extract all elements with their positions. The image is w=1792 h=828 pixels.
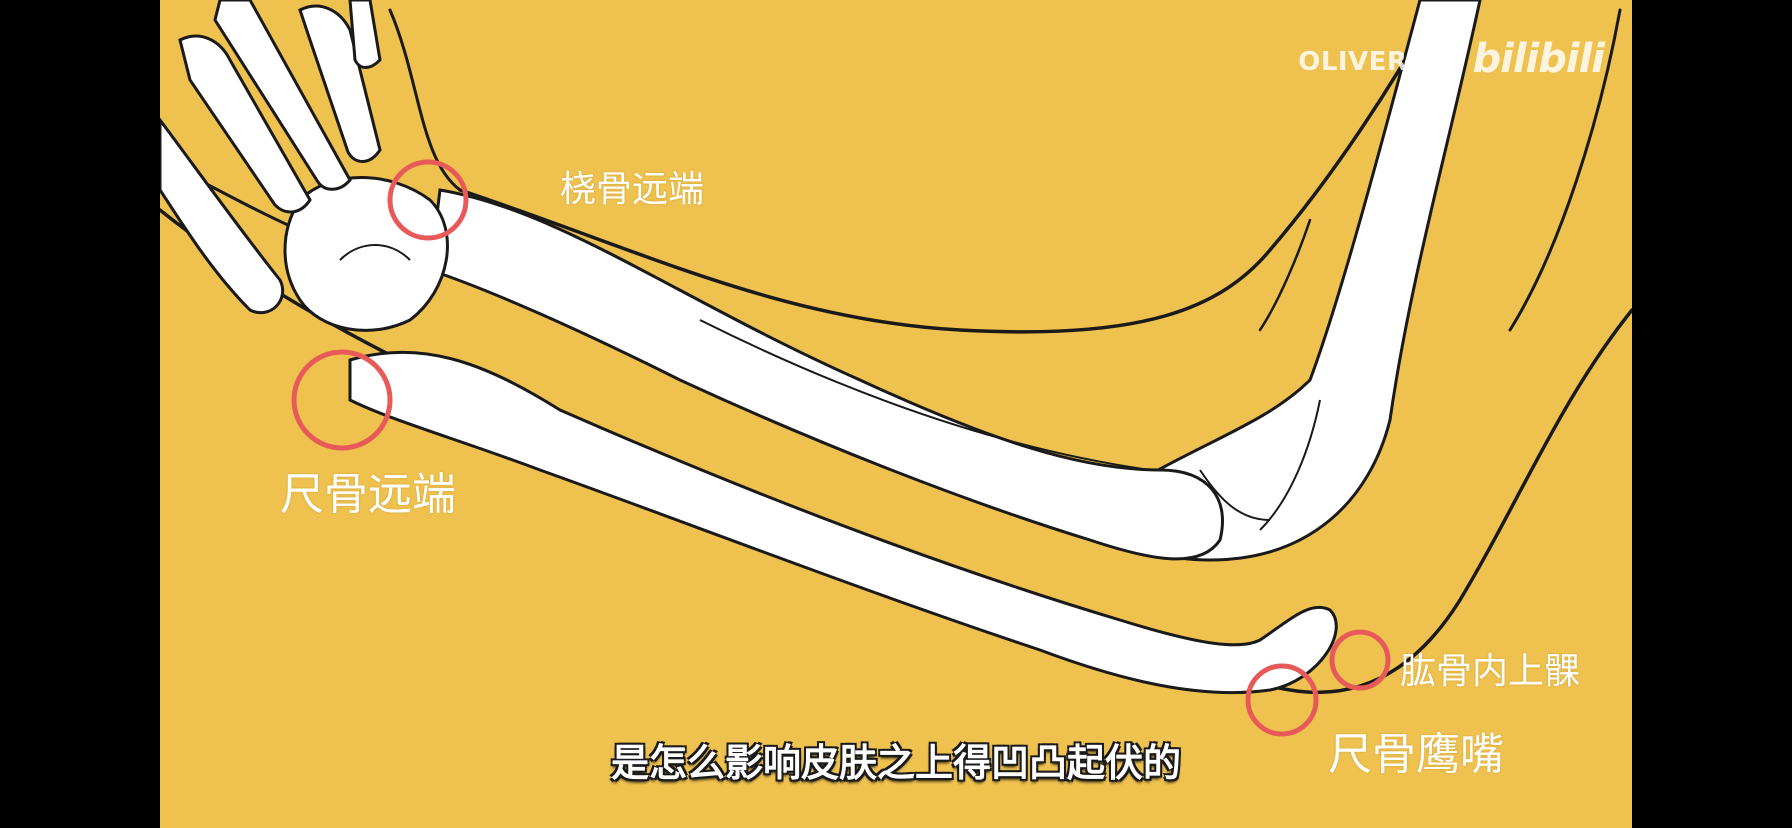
phalanx-bone-1	[298, 4, 382, 163]
ulna-bone	[348, 350, 1338, 695]
carpal-bones	[283, 176, 449, 332]
radius-bone	[428, 188, 1224, 561]
label-radius-distal: 桡骨远端	[560, 169, 705, 210]
marker-ulna-olecranon	[1245, 663, 1319, 737]
marker-humerus-epicondyle	[1329, 629, 1391, 691]
watermark: OLIVER克伦 bilibili	[1298, 36, 1605, 82]
forearm-upper-outline	[458, 0, 1442, 334]
marker-radius-distal	[387, 159, 469, 241]
hand-outline	[388, 8, 462, 192]
metacarpal-bone-2	[213, 0, 352, 191]
upper-arm-outline	[1508, 8, 1622, 332]
watermark-author: OLIVER克伦	[1298, 46, 1461, 77]
arm-skeleton-illustration	[160, 0, 1632, 737]
label-ulna-distal: 尺骨远端	[280, 469, 456, 520]
video-subtitle: 是怎么影响皮肤之上得凹凸起伏的	[610, 741, 1181, 785]
phalanx-bone-2	[348, 0, 382, 69]
label-ulna-olecranon: 尺骨鹰嘴	[1328, 729, 1504, 780]
marker-ulna-distal	[291, 349, 393, 451]
video-frame[interactable]: 桡骨远端 尺骨远端 肱骨内上髁 尺骨鹰嘴 OLIVER克伦 bilibili 是…	[160, 0, 1632, 828]
hand-bone-lower	[160, 117, 285, 315]
bilibili-logo-icon: bilibili	[1472, 36, 1605, 82]
metacarpal-bone-1	[178, 34, 312, 214]
label-humerus-medial-epicondyle: 肱骨内上髁	[1400, 651, 1581, 692]
muscle-line	[1258, 218, 1312, 332]
